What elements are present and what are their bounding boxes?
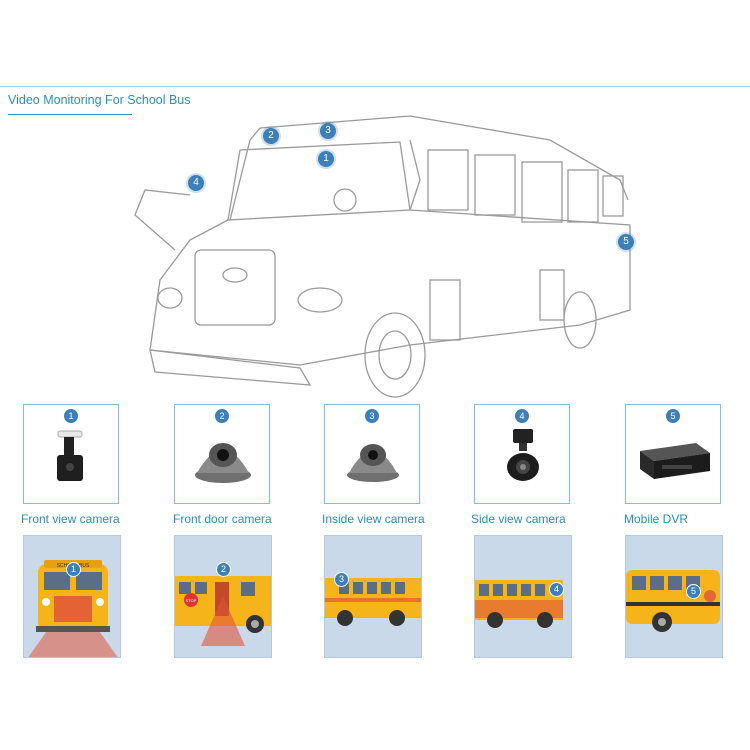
top-rule: [0, 86, 750, 87]
camera-marker-3: 3: [320, 123, 336, 139]
thumb-side-view: 4: [474, 535, 572, 658]
camera-marker-1: 1: [318, 151, 334, 167]
label-front-view-camera: Front view camera: [21, 512, 120, 526]
inside-dome-camera-icon: [347, 444, 399, 482]
bus-side-door-illustration: STOP: [175, 576, 271, 646]
camera-card-number: 5: [666, 409, 680, 423]
thumb-marker-5: 5: [686, 584, 701, 599]
camera-card-number: 1: [64, 409, 78, 423]
label-mobile-dvr: Mobile DVR: [624, 512, 689, 526]
bus-front-illustration: SCHOOL BUS: [28, 560, 118, 657]
bus-outline-image: [134, 115, 631, 398]
front-camera-icon: [57, 430, 83, 481]
stop-sign-text: STOP: [186, 598, 197, 603]
dome-camera-icon: [195, 443, 251, 483]
side-camera-icon: [507, 429, 539, 481]
thumb-inside-view: 3: [324, 535, 422, 658]
thumb-mobile-dvr: 5: [625, 535, 723, 658]
bus-side-view-illustration: [475, 580, 563, 628]
camera-card-number: 4: [515, 409, 529, 423]
camera-card-2: 2: [174, 404, 270, 504]
camera-card-3: 3: [324, 404, 420, 504]
camera-card-4: 4: [474, 404, 570, 504]
title-underline: [8, 114, 132, 115]
thumb-marker-2: 2: [216, 562, 231, 577]
label-inside-view-camera: Inside view camera: [322, 512, 425, 526]
bus-rear-dvr-illustration: [626, 570, 720, 632]
thumb-front-view: SCHOOL BUS 1: [23, 535, 121, 658]
thumb-marker-1: 1: [66, 562, 81, 577]
bus-inside-illustration: [325, 578, 421, 626]
camera-card-number: 2: [215, 409, 229, 423]
thumb-marker-3: 3: [334, 572, 349, 587]
camera-marker-5: 5: [618, 234, 634, 250]
mobile-dvr-icon: [640, 443, 710, 479]
label-side-view-camera: Side view camera: [471, 512, 566, 526]
bus-line-drawing: 2 3 1 4 5: [110, 110, 650, 410]
camera-card-number: 3: [365, 409, 379, 423]
page-title: Video Monitoring For School Bus: [8, 93, 191, 107]
camera-marker-4: 4: [188, 175, 204, 191]
label-front-door-camera: Front door camera: [173, 512, 272, 526]
thumb-front-door: STOP 2: [174, 535, 272, 658]
camera-card-1: 1: [23, 404, 119, 504]
camera-marker-2: 2: [263, 128, 279, 144]
camera-card-5: 5: [625, 404, 721, 504]
thumb-marker-4: 4: [549, 582, 564, 597]
